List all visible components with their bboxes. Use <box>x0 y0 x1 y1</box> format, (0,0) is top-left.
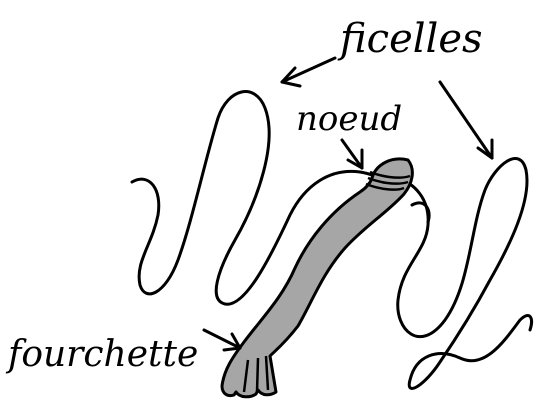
arrow-strings-right <box>440 82 492 158</box>
fork-tine-line-2 <box>257 358 258 392</box>
label-knot: noeud <box>296 99 402 139</box>
fork <box>222 159 412 397</box>
label-strings: ficelles <box>337 16 483 62</box>
string-right <box>395 159 532 389</box>
arrow-strings-left <box>282 58 335 82</box>
label-fork: fourchette <box>5 334 198 375</box>
